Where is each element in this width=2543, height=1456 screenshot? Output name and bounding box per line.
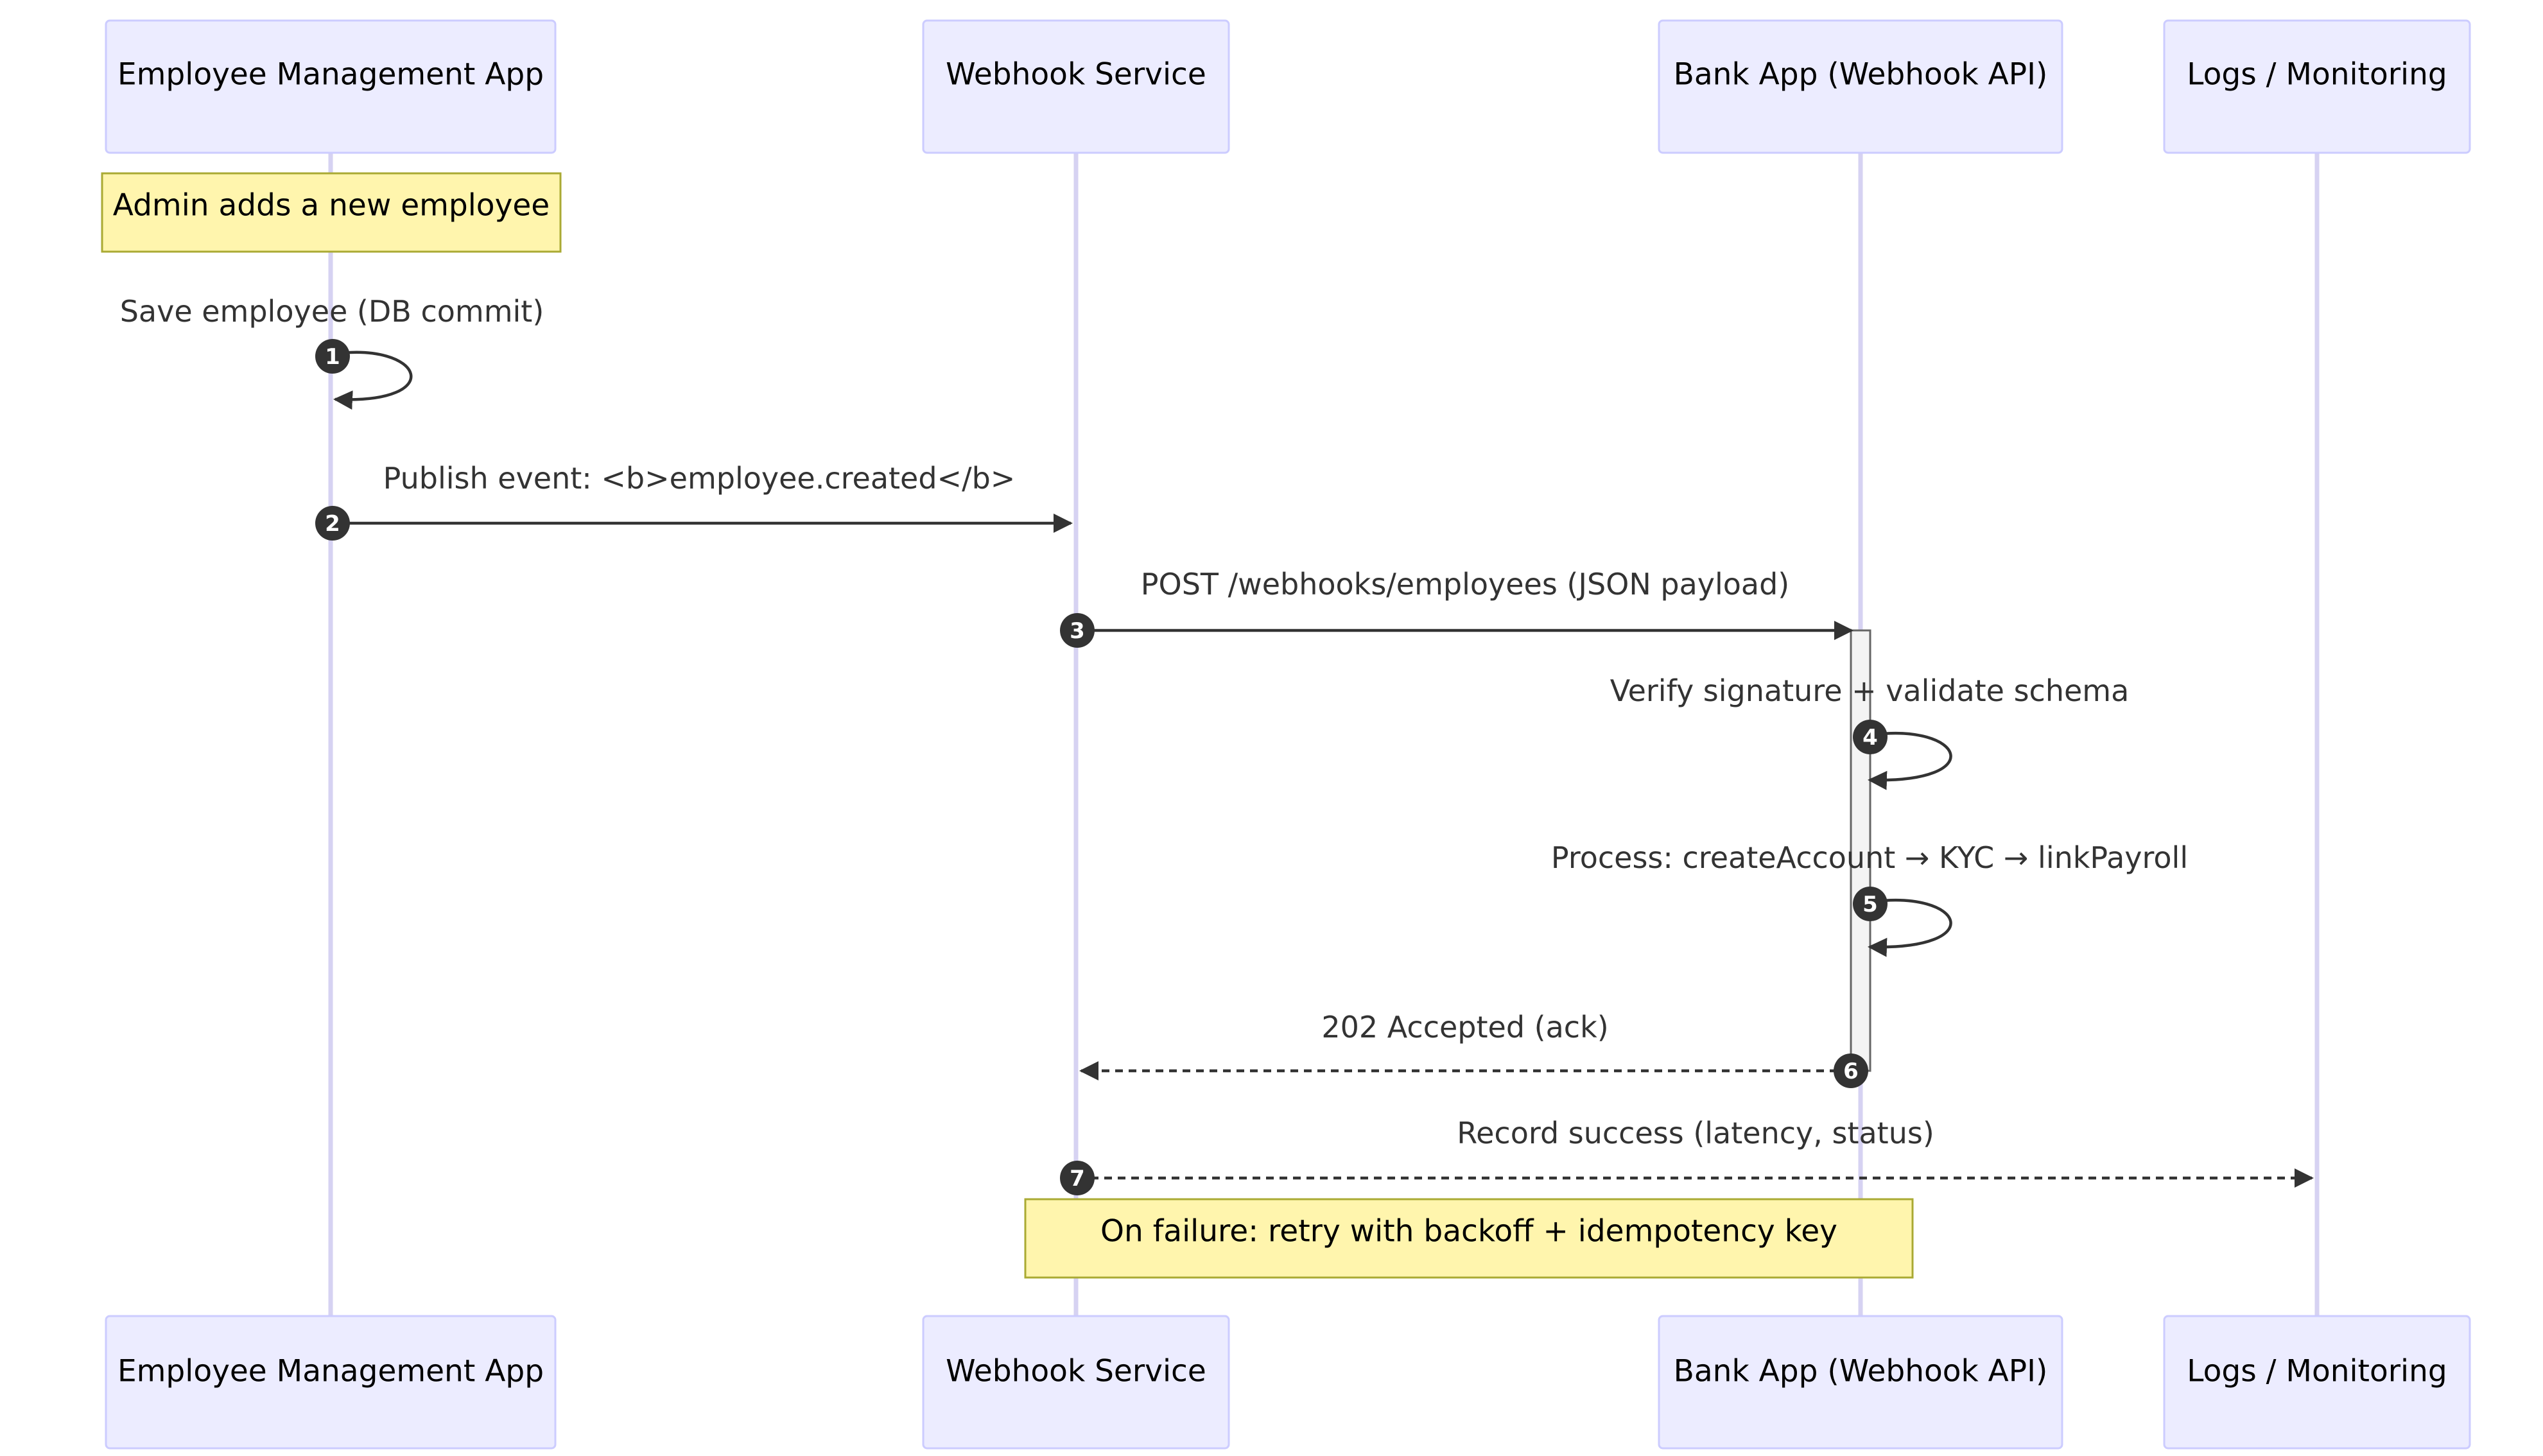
message-2: Publish event: <b>employee.created</b> 2	[315, 461, 1073, 541]
message-label: 202 Accepted (ack)	[1321, 1010, 1608, 1044]
note-admin-adds-employee: Admin adds a new employee	[101, 172, 562, 253]
actor-top-webhook-service[interactable]: Webhook Service	[922, 19, 1230, 154]
message-label: Save employee (DB commit)	[120, 294, 544, 329]
actor-top-bank-app[interactable]: Bank App (Webhook API)	[1658, 19, 2063, 154]
message-5: Process: createAccount → KYC → linkPayro…	[1551, 840, 2188, 957]
actor-label: Bank App (Webhook API)	[1674, 57, 2048, 92]
actor-label: Logs / Monitoring	[2187, 1354, 2447, 1389]
message-label: Process: createAccount → KYC → linkPayro…	[1551, 840, 2188, 875]
actor-bottom-employee-management-app[interactable]: Employee Management App	[105, 1315, 557, 1450]
message-3: POST /webhooks/employees (JSON payload) …	[1060, 567, 1853, 648]
sequence-number: 1	[325, 344, 340, 370]
actor-label: Employee Management App	[117, 1354, 544, 1389]
actor-label: Webhook Service	[946, 57, 1206, 92]
note-label: Admin adds a new employee	[113, 188, 550, 223]
sequence-number: 2	[325, 511, 340, 537]
sequence-number-badge	[1060, 1161, 1095, 1195]
actor-bottom-logs-monitoring[interactable]: Logs / Monitoring	[2163, 1315, 2471, 1450]
actor-label: Webhook Service	[946, 1354, 1206, 1389]
message-label: POST /webhooks/employees (JSON payload)	[1141, 567, 1790, 602]
note-label: On failure: retry with backoff + idempot…	[1100, 1214, 1837, 1249]
message-label: Verify signature + validate schema	[1610, 673, 2130, 708]
sequence-number: 6	[1843, 1059, 1859, 1084]
actor-top-logs-monitoring[interactable]: Logs / Monitoring	[2163, 19, 2471, 154]
actor-bottom-bank-app[interactable]: Bank App (Webhook API)	[1658, 1315, 2063, 1450]
sequence-number: 5	[1862, 892, 1878, 917]
sequence-number-badge	[1853, 720, 1888, 754]
sequence-number: 3	[1070, 618, 1085, 644]
message-1: Save employee (DB commit) 1	[120, 294, 544, 410]
message-7: Record success (latency, status) 7	[1060, 1116, 2314, 1195]
note-failure-retry: On failure: retry with backoff + idempot…	[1024, 1198, 1914, 1279]
message-label: Publish event: <b>employee.created</b>	[383, 461, 1016, 496]
sequence-number-badge	[1834, 1053, 1868, 1088]
message-6: 202 Accepted (ack) 6	[1079, 1010, 1868, 1088]
actor-label: Employee Management App	[117, 57, 544, 92]
sequence-number-badge	[315, 339, 350, 374]
sequence-number-badge	[315, 506, 350, 541]
sequence-number-badge	[1060, 613, 1095, 648]
sequence-number: 7	[1070, 1166, 1085, 1192]
message-4: Verify signature + validate schema 4	[1610, 673, 2130, 790]
message-label: Record success (latency, status)	[1457, 1116, 1934, 1150]
sequence-number: 4	[1862, 725, 1878, 750]
actor-bottom-webhook-service[interactable]: Webhook Service	[922, 1315, 1230, 1450]
actor-label: Bank App (Webhook API)	[1674, 1354, 2048, 1389]
sequence-number-badge	[1853, 887, 1888, 921]
actor-label: Logs / Monitoring	[2187, 57, 2447, 92]
actor-top-employee-management-app[interactable]: Employee Management App	[105, 19, 557, 154]
